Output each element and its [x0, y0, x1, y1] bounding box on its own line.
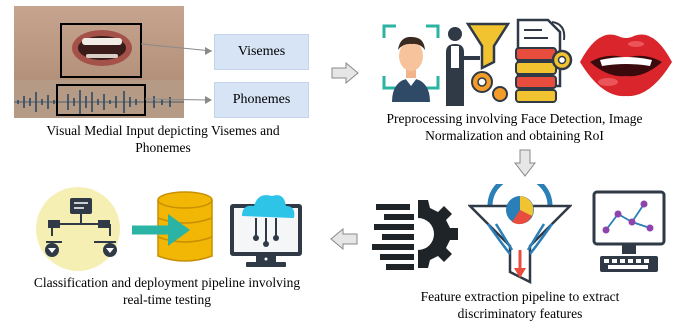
- classification-flow-icon: [32, 186, 124, 272]
- gear-processing-icon: [372, 196, 462, 284]
- flow-arrow-down: [514, 149, 536, 177]
- database-gear-icon: [512, 16, 574, 106]
- feature-funnel-icon: [468, 184, 572, 284]
- phonemes-label-box: Phonemes: [214, 82, 309, 118]
- cloud-deployment-icon: [228, 186, 304, 270]
- flow-arrow-right: [331, 62, 359, 84]
- stage1-caption: Visual Medial Input depicting Visemes an…: [46, 123, 280, 155]
- stage4-caption: Classification and deployment pipeline i…: [33, 275, 301, 307]
- flow-arrow-left: [330, 228, 358, 250]
- face-detection-icon: [382, 24, 440, 102]
- database-transfer-icon: [128, 190, 218, 268]
- monitor-graph-icon: [592, 190, 666, 276]
- visemes-label: Visemes: [237, 44, 286, 59]
- phonemes-label: Phonemes: [232, 92, 291, 107]
- lips-roi-icon: [578, 24, 674, 100]
- normalization-icon: [442, 16, 510, 106]
- visemes-label-box: Visemes: [214, 34, 309, 70]
- stage3-caption: Feature extraction pipeline to extract d…: [420, 289, 620, 321]
- stage2-caption: Preprocessing involving Face Detection, …: [386, 111, 643, 143]
